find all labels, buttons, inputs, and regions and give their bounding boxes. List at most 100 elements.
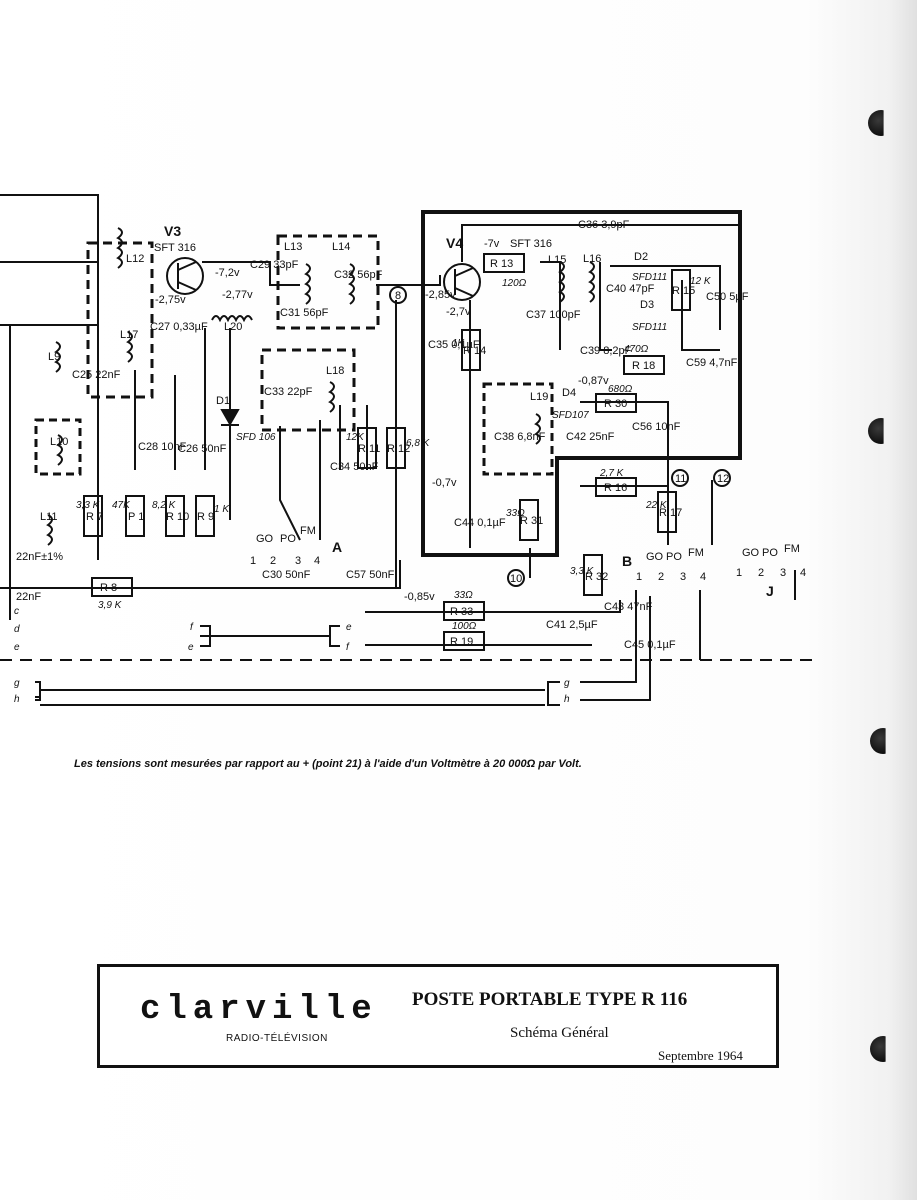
r13-label: R 13: [490, 258, 513, 270]
d4-label: D4: [562, 387, 576, 399]
switch-a-fm: FM: [300, 525, 316, 537]
r18-value: 470Ω: [624, 344, 649, 355]
r17-label: R 17: [659, 507, 682, 519]
r9-label: R 9: [197, 511, 214, 523]
c44-label: C44 0,1µF: [454, 517, 506, 529]
l11-label: L11: [40, 511, 58, 523]
r8-label: R 8: [100, 582, 117, 594]
binder-hole-top: [868, 110, 884, 136]
v3-voltage-1: -7,2v: [215, 267, 240, 279]
switch-b-label: B: [622, 553, 632, 569]
title-block: clarville RADIO-TÉLÉVISION POSTE PORTABL…: [97, 964, 779, 1068]
r31-label: R 31: [520, 515, 543, 527]
v4-part-label: SFT 316: [510, 238, 552, 250]
r15-value: 12 K: [690, 276, 712, 287]
r10-label: R 10: [166, 511, 189, 523]
switch-j-4: 4: [800, 567, 806, 579]
c56-label: C56 10nF: [632, 421, 681, 433]
l18-label: L18: [326, 365, 344, 377]
bus-left-d: d: [14, 624, 20, 635]
r11-label: R 11: [358, 443, 380, 455]
r32-label: R 32: [585, 571, 608, 583]
r33-label: R 33: [450, 606, 473, 618]
r10-value: 8,2 K: [152, 500, 177, 511]
l10-label: L10: [50, 436, 68, 448]
l15-label: L15: [548, 254, 566, 266]
binder-hole-lower: [870, 728, 886, 754]
c27-label: C27 0,33µF: [150, 321, 208, 333]
r33-value: 33Ω: [454, 590, 473, 601]
c22-tolerance-label: 22nF±1%: [16, 551, 63, 563]
d1-label: D1: [216, 395, 230, 407]
c39-label: C39 8,2pF: [580, 345, 632, 357]
node-10-label: 10: [510, 573, 522, 585]
switch-j-fm: FM: [784, 543, 800, 555]
switch-j-2: 2: [758, 567, 764, 579]
v3-voltage-2: -2,75v: [155, 294, 186, 306]
bus-right-g: g: [564, 678, 570, 689]
c28-label: C28 10nF: [138, 441, 187, 453]
switch-a-1: 1: [250, 555, 256, 567]
brand-logo: clarville: [140, 991, 378, 1029]
switch-b-1: 1: [636, 571, 642, 583]
switch-j-po: PO: [762, 547, 778, 559]
c36-label: C36 3,9pF: [578, 219, 630, 231]
c38-label: C38 6,8nF: [494, 431, 546, 443]
switch-b-2: 2: [658, 571, 664, 583]
r12-label: R 12: [387, 443, 410, 455]
v4-voltage-1: -7v: [484, 238, 500, 250]
v3-voltage-3: -2,77v: [222, 289, 253, 301]
c35-label: C35 0,1µF: [428, 339, 480, 351]
r15-label: R 15: [672, 285, 695, 297]
r18-label: R 18: [632, 360, 655, 372]
l14-label: L14: [332, 241, 350, 253]
r14-label: R 14: [463, 345, 486, 357]
switch-b-4: 4: [700, 571, 706, 583]
circuit-schematic: V3 SFT 316 -7,2v -2,75v -2,77v V4 SFT 31…: [0, 194, 820, 706]
switch-j-3: 3: [780, 567, 786, 579]
c30-label: C30 50nF: [262, 569, 311, 581]
r8-value: 3,9 K: [98, 600, 123, 611]
bus-left-c: c: [14, 606, 19, 617]
r11-value: 12K: [346, 432, 365, 443]
r31-value: 33Ω: [506, 508, 525, 519]
r14-value: 1K: [452, 338, 466, 349]
p1-value: 47K: [112, 500, 131, 511]
c26-label: C26 50nF: [178, 443, 227, 455]
bus-left-g: g: [14, 678, 20, 689]
c43-label: C43 47nF: [604, 601, 653, 613]
c22-label: 22nF: [16, 591, 41, 603]
r19-label: R 19: [450, 636, 473, 648]
r16-label: R 16: [604, 482, 627, 494]
c29-label: C29 33pF: [250, 259, 299, 271]
node-8-label: 8: [395, 290, 401, 302]
c32-label: C32 56pF: [334, 269, 383, 281]
r30-label: R 30: [604, 398, 627, 410]
l13-label: L13: [284, 241, 302, 253]
r7-label: R 7: [86, 511, 103, 523]
document-date: Septembre 1964: [658, 1048, 743, 1063]
switch-a-4: 4: [314, 555, 320, 567]
v4-voltage-2: -2,85v: [425, 289, 456, 301]
r32-value: 3,3 K: [570, 566, 595, 577]
c33-label: C33 22pF: [264, 386, 313, 398]
switch-a-po: PO: [280, 533, 296, 545]
switch-a-go: GO: [256, 533, 274, 545]
bus-mid-f: f: [346, 642, 350, 653]
measurement-note: Les tensions sont mesurées par rapport a…: [74, 758, 582, 770]
switch-b-po: PO: [666, 551, 682, 563]
switch-a-2: 2: [270, 555, 276, 567]
c45-label: C45 0,1µF: [624, 639, 676, 651]
r16-value: 2,7 K: [599, 468, 625, 479]
switch-a-label: A: [332, 539, 342, 555]
bus-f-f: f: [190, 622, 194, 633]
bus-right-h: h: [564, 694, 570, 705]
d4-type: SFD107: [552, 410, 589, 421]
switch-j-go: GO: [742, 547, 760, 559]
bus-f-e: e: [188, 642, 194, 653]
d1-type: SFD 106: [236, 432, 276, 443]
l9-label: L9: [48, 351, 60, 363]
r9-value: 1 K: [214, 504, 230, 515]
l20-label: L20: [224, 321, 242, 333]
